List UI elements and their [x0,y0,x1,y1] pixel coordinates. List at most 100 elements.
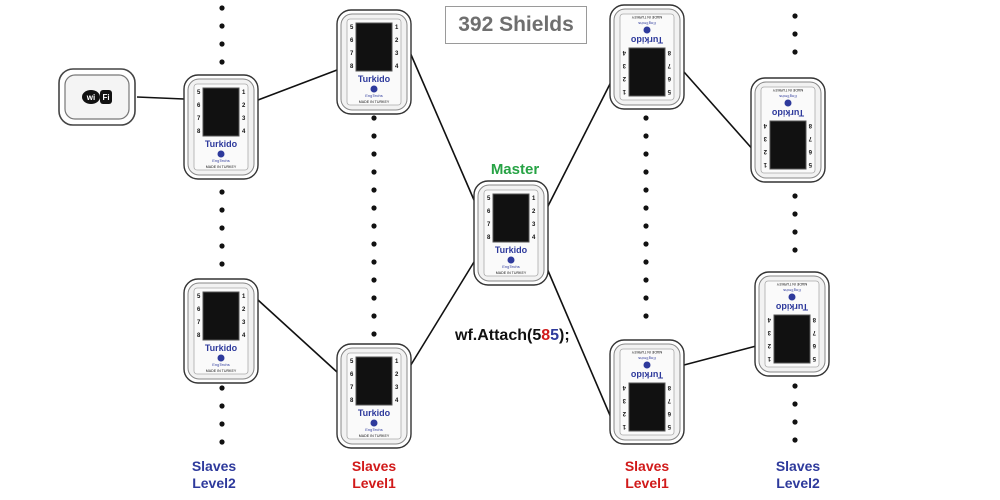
pin-label: 5 [197,294,201,300]
made-in-label: MADE IN TURKEY [772,88,803,92]
column-label-line1: Slaves [351,458,397,474]
code-digit-1: 5 [532,327,542,344]
pin-label: 8 [197,129,201,135]
code-suffix: ); [559,327,570,344]
pin-label: 7 [350,385,354,391]
pin-label: 1 [532,196,536,202]
pin-label: 7 [667,397,671,403]
pin-label: 7 [667,62,671,68]
ellipsis-dot [219,421,225,427]
made-in-label: MADE IN TURKEY [496,271,527,275]
link-master-l1bottom [408,261,475,369]
pin-label: 2 [395,38,399,44]
ellipsis-dot [643,241,649,247]
pin-label: 8 [487,235,491,241]
ellipsis-dot [371,241,377,247]
ellipsis-dot [219,403,225,409]
screen [492,193,530,243]
pin-label: 4 [763,122,767,128]
ellipsis-dot [792,401,798,407]
ellipsis-dot [219,385,225,391]
pin-label: 2 [242,307,246,313]
ellipsis-dot [219,439,225,445]
eng-logo-icon [643,361,651,369]
ellipsis-dot [371,223,377,229]
brand-label: Turkido [630,370,663,380]
code-digit-3: 5 [550,327,560,344]
column-label-line2: Level2 [192,475,236,491]
ellipsis-dot [792,247,798,253]
pin-label: 3 [763,135,767,141]
ellipsis-dot [643,259,649,265]
maker-label: EngTechs [779,94,797,99]
made-in-label: MADE IN TURKEY [206,369,237,373]
ellipsis-dot [371,295,377,301]
connections [136,49,761,421]
dots-col-r2 [792,13,798,443]
made-in-label: MADE IN TURKEY [776,282,807,286]
pin-label: 4 [532,235,536,241]
dot-columns [219,5,798,445]
ellipsis-dot [371,187,377,193]
pin-label: 8 [350,64,354,70]
brand-label: Turkido [495,245,528,255]
ellipsis-dot [643,133,649,139]
pin-label: 6 [667,75,671,81]
made-in-label: MADE IN TURKEY [631,350,662,354]
pin-label: 7 [350,51,354,57]
eng-logo-icon [217,150,225,158]
column-label-line1: Slaves [775,458,821,474]
ellipsis-dot [371,259,377,265]
pin-label: 2 [242,103,246,109]
pin-label: 8 [197,333,201,339]
ellipsis-dot [371,151,377,157]
pin-label: 8 [812,316,816,322]
link-master-r1bottom [545,265,613,421]
screen [202,291,240,341]
ellipsis-dot [643,313,649,319]
eng-logo-icon [217,354,225,362]
made-in-label: MADE IN TURKEY [359,100,390,104]
column-label-line1: Slaves [624,458,670,474]
ellipsis-dot [219,41,225,47]
ellipsis-dot [219,59,225,65]
screen [769,120,807,170]
ellipsis-dot [219,5,225,11]
ellipsis-dot [371,169,377,175]
pin-label: 1 [622,423,626,429]
pin-label: 1 [763,161,767,167]
ellipsis-dot [371,205,377,211]
pin-label: 1 [242,294,246,300]
screen [773,314,811,364]
link-r1bottom-r2bottom [683,344,761,366]
ellipsis-dot [792,49,798,55]
pin-label: 7 [487,222,491,228]
pin-label: 6 [350,372,354,378]
eng-logo-icon [507,256,515,264]
wifi-module[interactable]: wi Fi [57,67,137,127]
brand-label: Turkido [771,108,804,118]
eng-logo-icon [788,293,796,301]
ellipsis-dot [643,205,649,211]
